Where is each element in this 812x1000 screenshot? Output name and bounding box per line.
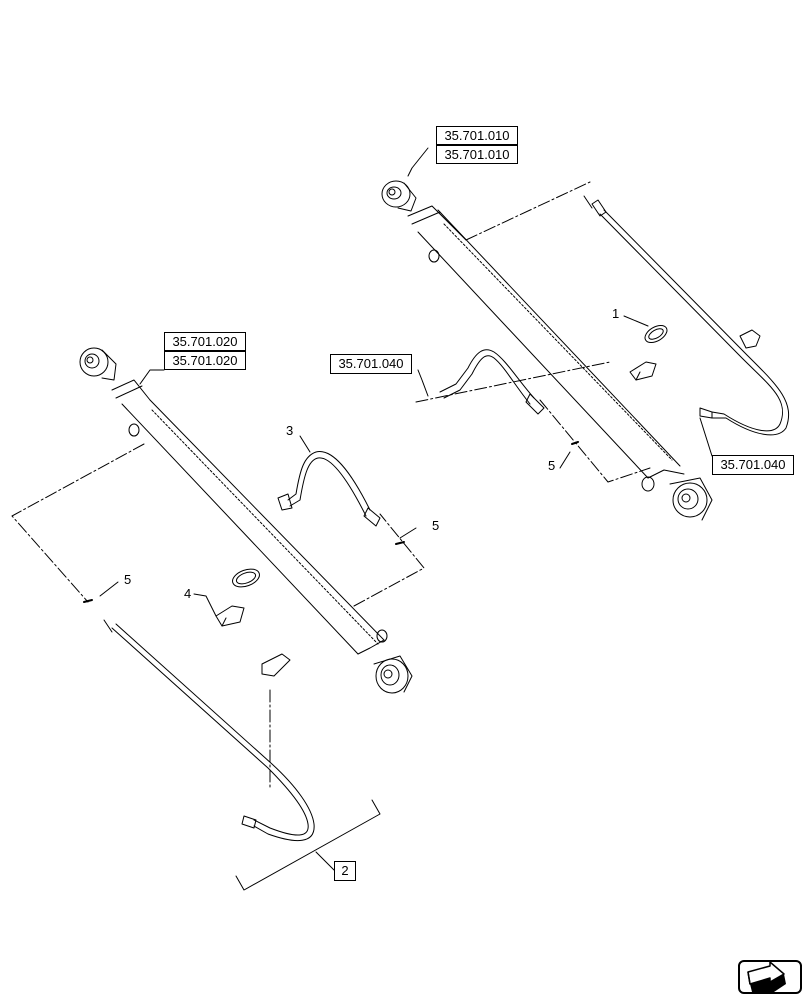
left-hydraulic-cylinder <box>79 347 413 694</box>
right-long-hose <box>583 195 790 436</box>
middle-hose <box>439 349 545 415</box>
hose-3 <box>277 451 381 527</box>
left-long-hose <box>103 619 315 842</box>
callout-item-1: 1 <box>612 306 620 321</box>
seal-rings <box>83 441 579 603</box>
item-2-bracket <box>235 799 381 891</box>
callout-item-5-middle: 5 <box>432 518 440 533</box>
leader-lines <box>99 147 713 617</box>
right-hydraulic-cylinder <box>381 180 713 521</box>
ref-box-hose-left[interactable]: 35.701.040 <box>330 354 412 374</box>
hose-clamp-4 <box>215 568 291 677</box>
hose-clamp-1 <box>629 324 668 381</box>
next-page-button[interactable] <box>738 960 802 994</box>
ref-box-hose-right[interactable]: 35.701.040 <box>712 455 794 475</box>
callout-item-4: 4 <box>184 586 192 601</box>
ref-box-item-2[interactable]: 2 <box>334 861 356 881</box>
ref-box-cylinder-left-bottom[interactable]: 35.701.020 <box>164 351 246 370</box>
ref-box-cylinder-left-top[interactable]: 35.701.020 <box>164 332 246 351</box>
ref-box-cylinder-right-top[interactable]: 35.701.010 <box>436 126 518 145</box>
callout-item-3: 3 <box>286 423 294 438</box>
callout-item-5-right: 5 <box>548 458 556 473</box>
left-assembly-lines <box>11 443 425 791</box>
ref-box-cylinder-right-bottom[interactable]: 35.701.010 <box>436 145 518 164</box>
right-assembly-lines <box>415 181 651 483</box>
callout-item-5-left: 5 <box>124 572 132 587</box>
next-page-arrow-icon <box>747 962 786 992</box>
